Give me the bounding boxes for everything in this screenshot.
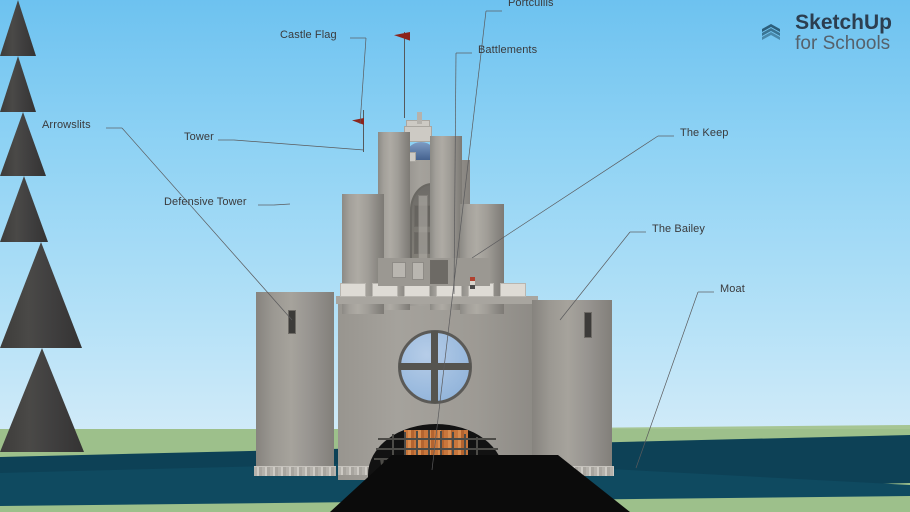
keep-window-left bbox=[392, 262, 406, 278]
keep-interior-stair bbox=[418, 195, 428, 267]
keep-window-center bbox=[412, 262, 424, 280]
label-portcullis[interactable]: Portcullis bbox=[508, 0, 554, 9]
label-arrowslits[interactable]: Arrowslits bbox=[42, 119, 91, 131]
label-moat[interactable]: Moat bbox=[720, 283, 745, 295]
arrowslit bbox=[288, 310, 296, 334]
label-battlements[interactable]: Battlements bbox=[478, 44, 538, 56]
defensive-tower-right-body bbox=[532, 300, 612, 472]
logo-text-line1: SketchUp bbox=[795, 11, 892, 34]
label-castle-flag[interactable]: Castle Flag bbox=[280, 29, 337, 41]
rose-window-mullion-horizontal bbox=[399, 363, 471, 370]
castle-flag-pole-main bbox=[404, 32, 405, 118]
merlon bbox=[340, 283, 366, 297]
defensive-tower-left-foundation bbox=[254, 466, 336, 476]
merlon bbox=[500, 283, 526, 297]
arrowslit bbox=[584, 312, 592, 338]
label-tower[interactable]: Tower bbox=[184, 131, 214, 143]
keep-doorway bbox=[430, 260, 448, 284]
sketchup-logo-icon bbox=[762, 23, 781, 40]
label-defensive-tower[interactable]: Defensive Tower bbox=[164, 196, 247, 208]
label-the-bailey[interactable]: The Bailey bbox=[652, 223, 705, 235]
battlement-walkway bbox=[336, 296, 538, 304]
castle-flag-pole-secondary bbox=[363, 110, 364, 152]
label-the-keep[interactable]: The Keep bbox=[680, 127, 729, 139]
figure-on-battlement bbox=[470, 277, 475, 289]
sketchup-for-schools-logo: SketchUp for Schools bbox=[756, 11, 892, 55]
logo-text-line2: for Schools bbox=[795, 33, 891, 55]
keep-flagpole-mast-base bbox=[417, 112, 422, 124]
